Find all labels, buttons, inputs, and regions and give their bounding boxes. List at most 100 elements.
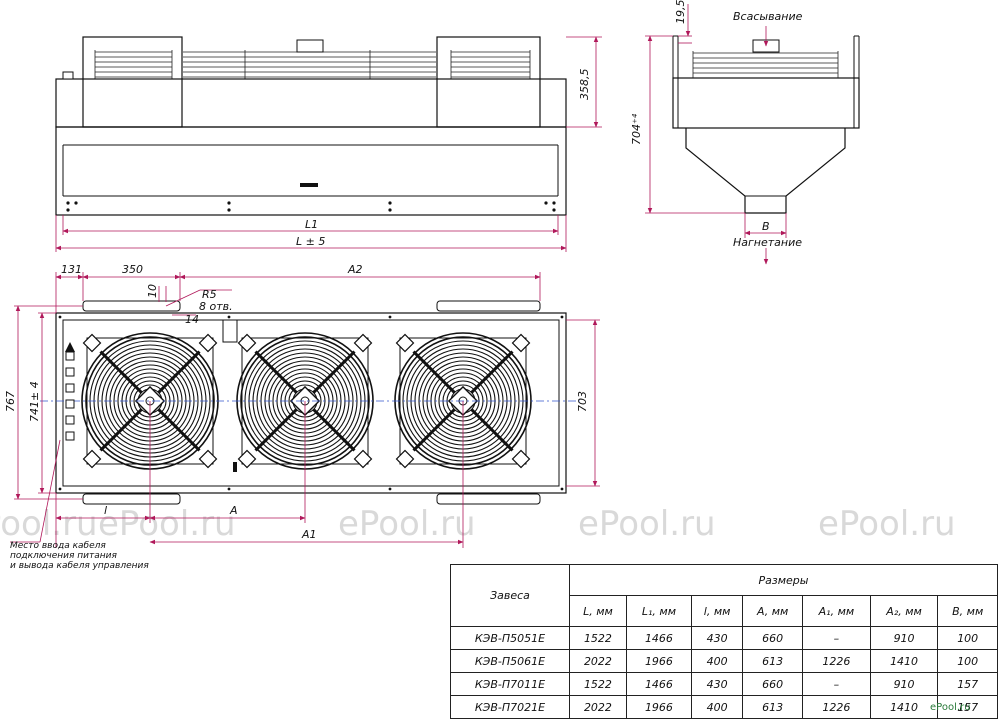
table-cell: 1466 — [625, 672, 692, 696]
note-cable-line-3: и вывода кабеля управления — [10, 561, 149, 571]
table-cell: 1226 — [802, 649, 871, 673]
note-cable-line-2: подключения питания — [10, 551, 117, 561]
note-cable-line-1: Место ввода кабеля — [10, 541, 106, 551]
table-cell: 1410 — [869, 695, 939, 719]
watermark-text: ePool.ru — [0, 504, 98, 544]
front-grille-left — [94, 50, 173, 79]
dim-350: 350 — [122, 263, 143, 276]
table-col-header: A, мм — [742, 595, 804, 627]
table-cell-model: КЭВ-П7011Е — [450, 672, 570, 696]
table-cell: 1522 — [569, 626, 627, 650]
front-cable-gland — [62, 71, 74, 80]
table-cell: 100 — [937, 626, 998, 650]
table-col-header: l, мм — [690, 595, 744, 627]
plan-holes — [58, 315, 564, 491]
table-cell: 1466 — [625, 626, 692, 650]
table-header-group: Размеры — [569, 564, 998, 596]
table-cell: 613 — [742, 649, 804, 673]
front-terminal-box — [296, 39, 324, 53]
table-col-header: B, мм — [937, 595, 998, 627]
plan-view: 131 350 A2 10 R5 8 отв. 14 767 741± 4 70… — [4, 263, 600, 571]
side-grille — [692, 51, 839, 78]
table-cell-model: КЭВ-П5061Е — [450, 649, 570, 673]
front-fan-box-right — [436, 36, 541, 128]
dimensions-table: Завеса Размеры L, мм L₁, мм l, мм A, мм … — [450, 564, 998, 719]
table-header-model: Завеса — [450, 564, 570, 627]
table-row: КЭВ-П5061Е 2022 1966 400 613 1226 1410 1… — [450, 649, 998, 673]
label-intake: Всасывание — [733, 10, 803, 23]
side-housing — [672, 77, 860, 129]
table-cell: 660 — [742, 626, 804, 650]
table-cell: 1226 — [802, 695, 871, 719]
front-housing-lower — [55, 126, 567, 216]
front-grille-center — [183, 50, 436, 79]
watermark-text: ePool.ru — [818, 504, 956, 544]
table-cell: 1522 — [569, 672, 627, 696]
dim-l: l — [104, 504, 107, 517]
table-cell: 400 — [690, 695, 744, 719]
table-cell: 157 — [937, 672, 998, 696]
front-logo-plate — [300, 183, 318, 187]
table-cell: 910 — [869, 626, 939, 650]
dim-side-gap: 19,5 — [674, 0, 687, 24]
corner-logo: ePool.ru — [930, 702, 971, 713]
warning-sign-icon — [65, 342, 75, 352]
table-cell: – — [802, 626, 871, 650]
dim-front-height: 358,5 — [578, 69, 591, 101]
watermark-text: ePool.ru — [578, 504, 716, 544]
front-fan-box-left — [82, 36, 183, 128]
front-view: 358,5 L1 L ± 5 — [55, 36, 602, 252]
table-cell: 613 — [742, 695, 804, 719]
dim-767: 767 — [4, 391, 17, 412]
table-cell: 430 — [690, 626, 744, 650]
table-cell: 2022 — [569, 695, 627, 719]
table-cell: 910 — [869, 672, 939, 696]
dim-A2: A2 — [347, 263, 363, 276]
front-fasteners — [66, 201, 556, 212]
table-col-header: A₁, мм — [802, 595, 871, 627]
table-cell: – — [802, 672, 871, 696]
dim-14: 14 — [185, 313, 199, 326]
plan-indicator — [233, 462, 237, 472]
dim-B: B — [762, 220, 770, 233]
dim-A: A — [229, 504, 238, 517]
table-cell: 430 — [690, 672, 744, 696]
front-housing-upper — [55, 78, 567, 128]
dim-side-height: 704⁺⁴ — [630, 113, 643, 145]
table-cell: 400 — [690, 649, 744, 673]
side-nozzle — [685, 128, 846, 214]
table-row: КЭВ-П7021Е 2022 1966 400 613 1226 1410 1… — [450, 695, 998, 719]
table-cell: 660 — [742, 672, 804, 696]
table-cell: 2022 — [569, 649, 627, 673]
dim-L: L ± 5 — [296, 235, 325, 248]
side-view: Всасывание Нагнетание 19,5 704⁺⁴ B — [630, 0, 860, 265]
watermark-text: ePool.ru — [98, 504, 236, 544]
table-cell-model: КЭВ-П7021Е — [450, 695, 570, 719]
table-row: КЭВ-П5051Е 1522 1466 430 660 – 910 100 — [450, 626, 998, 650]
cable-glands — [65, 351, 75, 441]
dim-A1: A1 — [301, 528, 317, 541]
table-col-header: A₂, мм — [869, 595, 939, 627]
table-row: КЭВ-П7011Е 1522 1466 430 660 – 910 157 — [450, 672, 998, 696]
dim-131: 131 — [61, 263, 82, 276]
table-col-header: L₁, мм — [625, 595, 692, 627]
label-discharge: Нагнетание — [733, 236, 802, 249]
watermark-text: ePool.ru — [338, 504, 476, 544]
plan-terminal-box — [222, 319, 238, 343]
table-cell: 1410 — [869, 649, 939, 673]
plan-frame-inner — [62, 319, 560, 487]
table-cell: 157 — [937, 695, 998, 719]
table-cell: 100 — [937, 649, 998, 673]
table-col-header: L, мм — [569, 595, 627, 627]
table-cell: 1966 — [625, 649, 692, 673]
dim-703: 703 — [576, 391, 589, 412]
table-cell-model: КЭВ-П5051Е — [450, 626, 570, 650]
dim-741: 741± 4 — [28, 381, 41, 422]
dim-L1: L1 — [305, 218, 318, 231]
front-grille-right — [450, 50, 531, 79]
label-holes-count: 8 отв. — [199, 300, 233, 313]
table-cell: 1966 — [625, 695, 692, 719]
label-holes-radius: R5 — [202, 288, 217, 301]
plan-frame-outer — [55, 312, 567, 494]
